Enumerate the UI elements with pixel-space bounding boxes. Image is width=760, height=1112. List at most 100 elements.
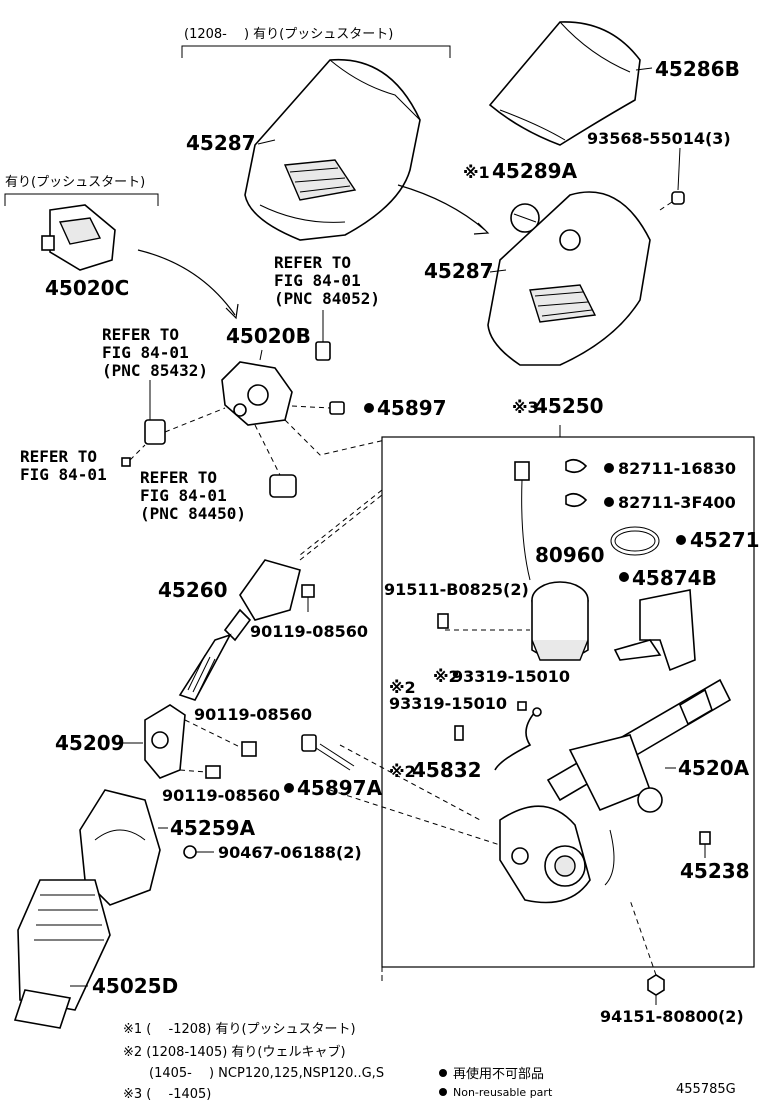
svg-text:REFER TO: REFER TO: [274, 253, 351, 272]
bolt-91511-drawing: [437, 613, 530, 631]
cable-45832-drawing: [494, 707, 542, 771]
label-90467-06188: 90467-06188(2): [218, 843, 362, 862]
figure-id: 455785G: [676, 1082, 736, 1097]
label-93568-55014: 93568-55014(3): [587, 129, 731, 148]
label-45259A: 45259A: [170, 816, 256, 840]
top-bracket-label: (1208- ) 有り(プッシュスタート): [184, 27, 393, 42]
label-45874B: 45874B: [632, 566, 717, 590]
refer-block-84-01: REFER TO FIG 84-01: [20, 447, 107, 484]
label-45209: 45209: [55, 731, 125, 755]
leader-45020B: [259, 349, 263, 361]
footnote-2b: (1405- ) NCP120,125,NSP120..G,S: [149, 1066, 384, 1081]
sensor-85432-drawing: [144, 380, 226, 445]
label-45287-top: 45287: [186, 131, 256, 155]
legend-dot-jp: [439, 1069, 447, 1077]
label-45289A: 45289A: [492, 159, 578, 183]
label-45832: 45832: [412, 758, 482, 782]
label-45020C: 45020C: [45, 276, 129, 300]
svg-text:FIG 84-01: FIG 84-01: [102, 343, 189, 362]
mark-93319-a: ※2: [433, 667, 460, 686]
footnote-1: ※1 ( -1208) 有り(プッシュスタート): [123, 1022, 356, 1037]
bracket-45874B-drawing: [613, 572, 696, 672]
column-assembly-box: [381, 425, 755, 968]
mark-45250: ※3: [512, 398, 539, 417]
label-90119-08560-c: 90119-08560: [162, 786, 280, 805]
column-cover-lower-drawing: [488, 21, 641, 146]
svg-text:FIG 84-01: FIG 84-01: [20, 465, 107, 484]
label-90119-08560-b: 90119-08560: [194, 705, 312, 724]
label-90119-08560-a: 90119-08560: [250, 622, 368, 641]
leader-93568: [677, 147, 681, 191]
refer-block-84052: REFER TO FIG 84-01 (PNC 84052): [274, 253, 380, 308]
label-45238: 45238: [680, 859, 750, 883]
arrow-45020C-to-45020B: [137, 249, 236, 316]
screw-93568-drawing: [659, 191, 685, 211]
left-bracket: 有り(プッシュスタート): [4, 175, 159, 206]
legend-jp: 再使用不可部品: [453, 1066, 544, 1082]
label-45260: 45260: [158, 578, 228, 602]
bolt-90119-b-drawing: [184, 719, 257, 757]
refer-block-85432: REFER TO FIG 84-01 (PNC 85432): [102, 325, 208, 380]
screw-93319-b-drawing: [454, 725, 464, 741]
label-91511: 91511-B0825(2): [384, 580, 529, 599]
footnote-3: ※3 ( -1405): [123, 1087, 211, 1102]
column-cover-upper-2-drawing: [487, 191, 651, 366]
lock-housing-45020B-drawing: [221, 361, 293, 426]
clip-90467-drawing: [183, 845, 214, 859]
label-94151-80800: 94151-80800(2): [600, 1007, 744, 1026]
label-82711-16830: 82711-16830: [618, 459, 736, 478]
joint-45209-drawing: [144, 704, 186, 779]
non-reusable-mark: [364, 403, 374, 413]
switch-cover-45289A-drawing: [510, 203, 540, 233]
bolt-45238-drawing: [699, 831, 711, 858]
label-45897A: 45897A: [297, 776, 383, 800]
motor-80960-drawing: [514, 461, 589, 661]
nut-94151-drawing: [629, 899, 665, 1005]
legend-dot-en: [439, 1088, 447, 1096]
steering-column-4520A-drawing: [499, 678, 732, 904]
bolt-45897-drawing: [291, 401, 374, 415]
bolt-90119-a-drawing: [301, 584, 315, 612]
mark-93319-b: ※2: [389, 678, 416, 697]
intermediate-shaft-45260-drawing: [178, 559, 301, 701]
svg-text:REFER TO: REFER TO: [20, 447, 97, 466]
svg-text:(PNC 84450): (PNC 84450): [140, 504, 246, 523]
leader-45286B: [635, 67, 653, 71]
leader-45287-top: [257, 139, 276, 145]
label-45286B: 45286B: [655, 57, 740, 81]
legend: 再使用不可部品 Non-reusable part: [439, 1066, 553, 1099]
footnotes: ※1 ( -1208) 有り(プッシュスタート) ※2 (1208-1405) …: [123, 1022, 384, 1102]
label-45020B: 45020B: [226, 324, 311, 348]
svg-text:REFER TO: REFER TO: [102, 325, 179, 344]
label-82711-3F400: 82711-3F400: [618, 493, 736, 512]
band-45271-drawing: [610, 526, 686, 556]
bolt-45897A-drawing: [284, 734, 355, 793]
clip-82711-16830-drawing: [565, 458, 614, 474]
mark-45832: ※2: [389, 762, 416, 781]
legend-en: Non-reusable part: [453, 1086, 553, 1099]
connector-84052-drawing: [315, 310, 331, 361]
label-45897: 45897: [377, 396, 447, 420]
column-cover-upper-drawing: [244, 58, 421, 241]
label-45287-mid: 45287: [424, 259, 494, 283]
arrow-cover-to-cover: [397, 184, 486, 231]
connector-84450-drawing: [254, 424, 297, 498]
label-93319-15010-a: 93319-15010: [452, 667, 570, 686]
switch-45020C-drawing: [41, 204, 116, 271]
label-45250: 45250: [534, 394, 604, 418]
small-screw-drawing: [121, 444, 146, 467]
leader-45287-mid: [489, 269, 507, 273]
label-45025D: 45025D: [92, 974, 178, 998]
svg-text:REFER TO: REFER TO: [140, 468, 217, 487]
refer-block-84450: REFER TO FIG 84-01 (PNC 84450): [140, 468, 246, 523]
svg-text:FIG 84-01: FIG 84-01: [140, 486, 227, 505]
clip-82711-3F400-drawing: [565, 492, 614, 508]
label-80960: 80960: [535, 543, 605, 567]
mark-45289A: ※1: [463, 163, 490, 182]
label-93319-15010-b: 93319-15010: [389, 694, 507, 713]
label-4520A: 4520A: [678, 756, 750, 780]
svg-text:(PNC 84052): (PNC 84052): [274, 289, 380, 308]
bolt-90119-c-drawing: [179, 765, 221, 779]
screw-93319-a-drawing: [517, 701, 527, 711]
